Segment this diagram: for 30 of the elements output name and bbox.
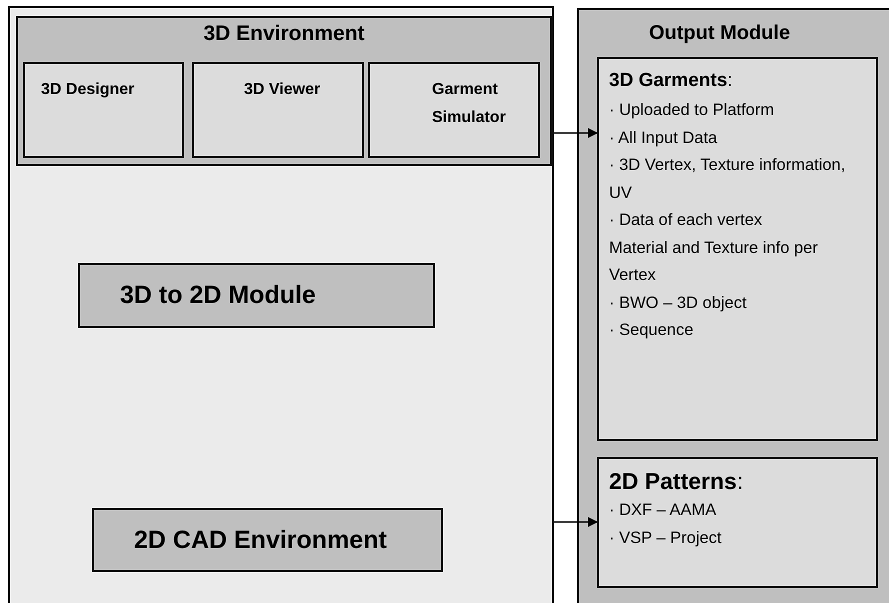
module-label: 2D CAD Environment [134,526,387,555]
component-box [23,62,184,158]
list-item: · VSP – Project [609,528,722,548]
list-item: · DXF – AAMA [609,500,718,521]
box-heading: 2D Patterns: [609,467,744,496]
list-item: Material and Texture info per Vertex [609,238,819,286]
list-item: · 3D Vertex, Texture information, UV [609,155,846,204]
component-label: 3D Viewer [244,80,320,100]
list-item: · Uploaded to Platform [609,100,776,121]
panel-title: Output Module [649,22,790,45]
panel [8,6,554,603]
module-label: 3D to 2D Module [120,281,316,310]
component-label: 3D Designer [41,80,134,100]
arrow [554,128,598,138]
module-box [78,263,435,328]
output-box [597,57,878,441]
group-box [16,16,552,166]
component-label: Garment Simulator [432,80,507,128]
arrow [554,517,598,527]
list-item: · Data of each vertex [609,210,764,231]
list-item: · Sequence [609,320,694,341]
group-title: 3D Environment [202,22,366,46]
module-box [92,508,443,572]
output-box [597,457,878,588]
component-box [192,62,364,158]
output-panel [577,8,889,603]
component-box [368,62,540,158]
list-item: · All Input Data [609,128,718,148]
box-heading: 3D Garments: [609,69,734,93]
list-item: · BWO – 3D object [609,292,748,314]
